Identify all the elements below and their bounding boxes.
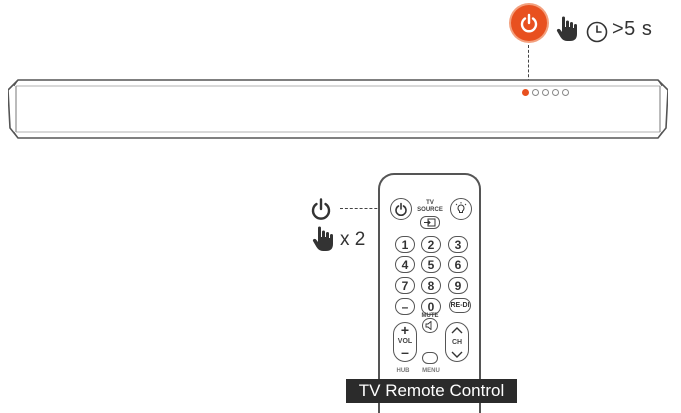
channel-down-icon[interactable]: [450, 351, 464, 359]
soundbar-button[interactable]: [532, 89, 539, 96]
soundbar-power-button-highlight[interactable]: [511, 5, 547, 41]
channel-label: CH: [451, 339, 463, 346]
press-count-label: x 2: [340, 229, 366, 250]
remote-mute-button[interactable]: [422, 318, 438, 333]
menu-label: MENU: [422, 368, 440, 374]
tv-label: TV: [426, 200, 434, 206]
remote-key-2[interactable]: 2: [421, 236, 441, 253]
hold-duration-label: >5 s: [612, 18, 653, 40]
soundbar-button[interactable]: [542, 89, 549, 96]
speaker-icon: [425, 321, 432, 330]
remote-key-1[interactable]: 1: [395, 236, 415, 253]
hand-press-icon: [556, 16, 577, 41]
volume-down-button[interactable]: –: [401, 344, 409, 360]
power-icon: [395, 202, 407, 216]
remote-source-button[interactable]: [420, 216, 440, 229]
power-icon: [520, 13, 538, 33]
soundbar-button[interactable]: [552, 89, 559, 96]
remote-key-4[interactable]: 4: [395, 256, 415, 273]
source-label: SOURCE: [417, 207, 443, 213]
volume-label: VOL: [397, 338, 413, 345]
callout-line-vertical: [528, 45, 529, 87]
caption-label: TV Remote Control: [346, 379, 517, 403]
input-source-icon: [424, 218, 436, 227]
remote-key-8[interactable]: 8: [421, 277, 441, 294]
lightbulb-icon: [455, 202, 467, 213]
hand-press-icon: [312, 226, 333, 251]
soundbar-device: [8, 79, 668, 139]
remote-key-6[interactable]: 6: [448, 256, 468, 273]
clock-icon: [586, 21, 608, 43]
soundbar-button[interactable]: [562, 89, 569, 96]
volume-up-button[interactable]: +: [400, 322, 410, 338]
callout-line-horizontal: [340, 208, 392, 209]
hub-label: HUB: [396, 368, 410, 374]
remote-channel-rocker[interactable]: [445, 322, 469, 362]
remote-volume-rocker[interactable]: [393, 322, 417, 362]
remote-light-button[interactable]: [450, 198, 472, 220]
remote-key-5[interactable]: 5: [421, 256, 441, 273]
remote-key-0[interactable]: 0: [421, 298, 441, 315]
mute-label: MUTE: [421, 313, 439, 319]
remote-recall-button[interactable]: RE-DI: [449, 298, 471, 313]
channel-up-icon[interactable]: [450, 326, 464, 334]
remote-power-button[interactable]: [390, 198, 412, 220]
remote-key-9[interactable]: 9: [448, 277, 468, 294]
power-icon: [311, 198, 331, 220]
soundbar-control-panel: [522, 89, 569, 96]
remote-small-button[interactable]: [422, 352, 438, 364]
remote-key-7[interactable]: 7: [395, 277, 415, 294]
remote-key-minus[interactable]: –: [395, 298, 415, 315]
remote-key-3[interactable]: 3: [448, 236, 468, 253]
soundbar-power-button[interactable]: [522, 89, 529, 96]
